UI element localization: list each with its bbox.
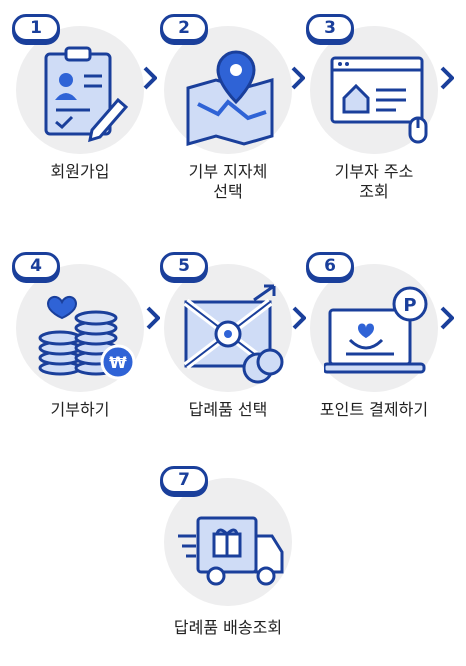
step-number-badge: 3 [306, 14, 354, 42]
step-point-payment: 6 P 포인트 결제하기 [306, 252, 450, 452]
step-number-badge: 5 [160, 252, 208, 280]
point-payment-icon: P [324, 286, 428, 374]
step-label: 기부 지자체 선택 [188, 162, 268, 201]
address-search-icon [330, 56, 428, 144]
step-donate: 4 ₩ 기부하기 [12, 252, 156, 452]
chevron-right-icon [440, 66, 454, 90]
step-delivery-tracking: 7 답례품 배송조회 [160, 466, 304, 666]
chevron-right-icon [292, 306, 306, 330]
svg-text:₩: ₩ [109, 353, 127, 372]
step-label: 회원가입 [50, 162, 110, 181]
step-number-badge: 6 [306, 252, 354, 280]
chevron-right-icon [291, 66, 305, 90]
gift-box-icon [183, 284, 284, 384]
delivery-truck-icon [178, 516, 284, 586]
step-label: 기부하기 [50, 400, 110, 419]
step-select-municipality: 2 기부 지자체 선택 [160, 14, 304, 214]
step-number-badge: 1 [12, 14, 60, 42]
chevron-right-icon [143, 66, 157, 90]
step-number-badge: 2 [160, 14, 208, 42]
step-select-gift: 5 답례품 선택 [160, 252, 304, 452]
chevron-right-icon [146, 306, 160, 330]
step-label: 포인트 결제하기 [319, 400, 429, 419]
svg-text:P: P [403, 295, 416, 316]
coins-won-icon: ₩ [38, 296, 136, 380]
step-label: 답례품 선택 [188, 400, 268, 419]
chevron-right-icon [440, 306, 454, 330]
step-number-badge: 4 [12, 252, 60, 280]
step-number-badge: 7 [160, 466, 208, 494]
signup-clipboard-icon [44, 46, 129, 143]
step-label: 기부자 주소 조회 [334, 162, 414, 201]
step-signup: 1 회원가입 [12, 14, 156, 214]
step-label: 답례품 배송조회 [173, 618, 283, 637]
step-address-lookup: 3 기부자 주소 조회 [306, 14, 450, 214]
map-pin-icon [186, 50, 274, 146]
